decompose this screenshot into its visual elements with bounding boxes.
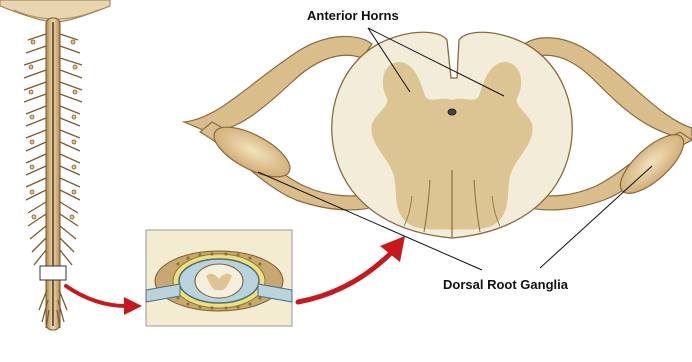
dorsal-root-ganglia-label: Dorsal Root Ganglia — [443, 277, 568, 292]
vertebra-cross-section-inset — [146, 230, 292, 326]
right-dorsal-root-ganglion — [612, 125, 692, 202]
spinal-column-illustration — [0, 0, 110, 330]
central-canal — [448, 109, 456, 115]
anterior-horns-label: Anterior Horns — [307, 8, 399, 23]
arrow-to-inset — [66, 286, 126, 306]
left-dorsal-root-ganglion — [207, 117, 297, 186]
section-highlight — [40, 266, 66, 280]
arrow-to-cross-section — [298, 252, 392, 302]
